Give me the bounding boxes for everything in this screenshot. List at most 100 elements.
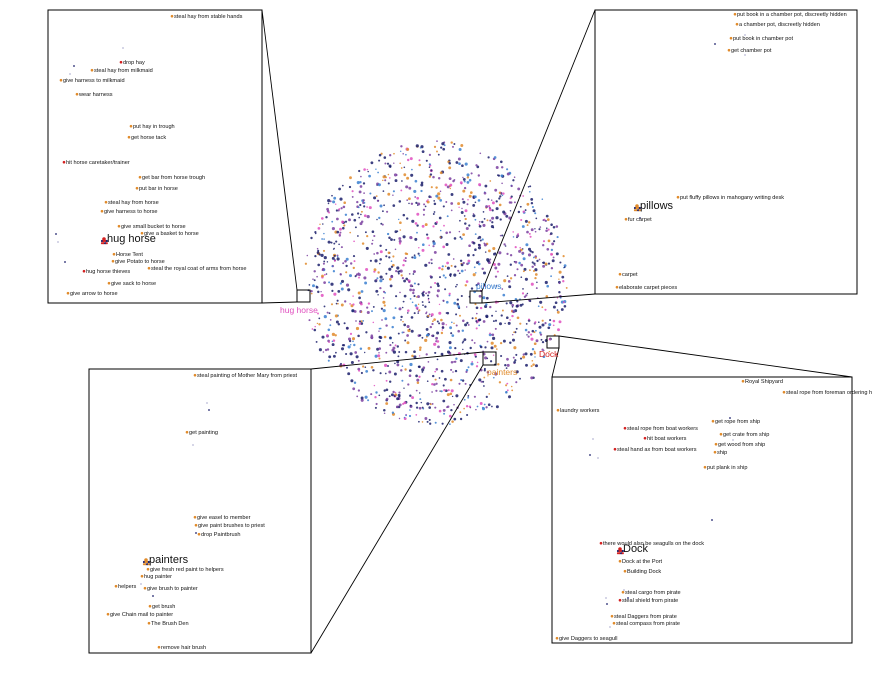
cloud-point	[535, 287, 538, 290]
cloud-point	[482, 352, 486, 356]
cloud-point	[317, 290, 320, 294]
inset-point-pillows	[635, 206, 638, 210]
cloud-point	[374, 396, 377, 399]
cloud-point	[542, 264, 546, 268]
cloud-point	[409, 298, 412, 300]
cloud-point	[382, 309, 386, 313]
inset-point-pillows	[733, 12, 737, 16]
cloud-point	[492, 336, 496, 340]
cloud-point	[409, 409, 411, 411]
cloud-point	[505, 302, 508, 305]
cloud-point	[502, 339, 506, 343]
cloud-point	[378, 357, 381, 360]
cloud-point	[464, 382, 467, 385]
cloud-point	[391, 325, 394, 329]
cloud-point	[506, 316, 509, 319]
cloud-point	[441, 329, 444, 331]
cloud-point	[526, 334, 528, 336]
cloud-point	[318, 348, 322, 352]
cloud-point	[344, 260, 347, 263]
cloud-point	[546, 227, 548, 229]
cloud-point	[501, 288, 504, 290]
cloud-point	[521, 292, 525, 295]
inset-point-pillows	[735, 22, 739, 26]
cloud-point	[370, 366, 374, 369]
inset-point-painters	[114, 584, 118, 588]
cloud-point	[366, 234, 369, 238]
cloud-point	[466, 176, 470, 179]
cloud-point	[417, 365, 421, 368]
inset-point-pillows	[727, 48, 731, 52]
cloud-point	[379, 244, 382, 247]
cloud-point	[321, 274, 324, 278]
inset-point-label-pillows: a chamber pot, discreetly hidden	[739, 22, 820, 28]
cloud-point	[528, 190, 531, 193]
cloud-point	[457, 305, 461, 308]
cloud-point	[394, 344, 397, 347]
cloud-point	[542, 244, 545, 247]
cloud-point	[376, 251, 379, 255]
cloud-point	[466, 181, 470, 184]
cloud-point	[377, 354, 381, 358]
cloud-point	[534, 356, 536, 358]
cloud-point	[485, 303, 488, 306]
cloud-point	[404, 350, 408, 354]
cloud-point	[459, 259, 463, 263]
inset-background-point	[55, 233, 57, 235]
cloud-point	[458, 162, 461, 166]
cloud-point	[418, 246, 420, 249]
cloud-point	[453, 237, 457, 240]
cloud-point	[435, 336, 439, 340]
inset-point-label-painters: drop Paintbrush	[201, 532, 241, 538]
cloud-point	[448, 292, 451, 295]
cloud-point	[478, 324, 481, 327]
cloud-point	[519, 322, 522, 325]
cloud-point	[546, 284, 550, 288]
cloud-point	[492, 354, 495, 356]
cloud-point	[506, 252, 509, 256]
cloud-point	[363, 192, 365, 194]
cloud-point	[372, 369, 375, 372]
cloud-point	[344, 300, 347, 303]
cloud-point	[450, 193, 454, 196]
cloud-point	[515, 381, 518, 384]
cloud-point	[561, 275, 565, 279]
cloud-point	[509, 263, 512, 266]
cloud-point	[399, 150, 402, 153]
cloud-point	[446, 393, 450, 397]
inset-background-point	[729, 417, 731, 419]
cloud-point	[356, 212, 360, 215]
cloud-point	[474, 248, 477, 251]
cloud-point	[340, 287, 344, 291]
cloud-point	[488, 249, 491, 253]
cloud-point	[357, 334, 360, 338]
cloud-point	[441, 268, 444, 271]
inset-point-dock	[612, 621, 616, 625]
cloud-point	[419, 348, 422, 352]
cloud-point	[451, 420, 454, 423]
cloud-point	[411, 168, 413, 171]
cloud-point	[356, 200, 359, 204]
cloud-point	[464, 217, 467, 221]
inset-point-dock	[713, 450, 717, 454]
cloud-point	[450, 389, 454, 393]
inset-point-dock	[613, 447, 617, 451]
cloud-point	[486, 340, 489, 343]
cloud-point	[378, 340, 381, 343]
cloud-point	[534, 212, 537, 215]
cloud-point	[341, 220, 345, 224]
cloud-point	[476, 405, 479, 408]
cloud-point	[308, 319, 311, 322]
inset-point-label-painters: painters	[149, 554, 189, 566]
cloud-point	[541, 340, 545, 344]
inset-point-label-hug-horse: hug horse	[107, 233, 156, 245]
cloud-point	[375, 289, 379, 293]
cloud-point	[468, 224, 471, 227]
cloud-point	[437, 345, 440, 349]
cloud-point	[481, 406, 484, 409]
cloud-point	[378, 159, 381, 162]
cloud-point	[351, 309, 355, 313]
cloud-point	[347, 372, 351, 376]
cloud-point	[401, 365, 404, 368]
cloud-point	[430, 262, 433, 265]
